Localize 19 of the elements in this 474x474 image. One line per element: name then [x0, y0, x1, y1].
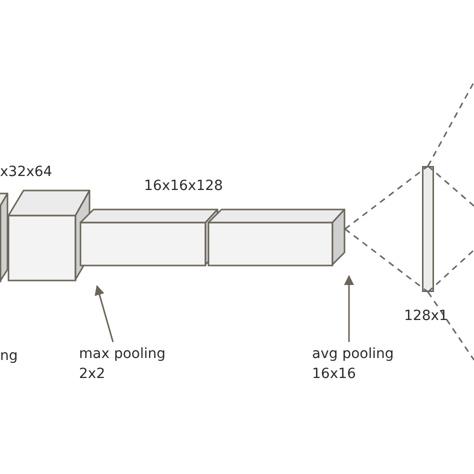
- annotation-text: ng: [0, 347, 18, 366]
- dashed-connector: [428, 165, 474, 207]
- dashed-connector: [344, 228, 428, 293]
- dashed-connector: [427, 292, 474, 360]
- annotation-text: max pooling 2x2: [79, 344, 189, 384]
- leader-arrow: [344, 275, 354, 342]
- feature-map-block: [8, 190, 90, 280]
- dashed-connector: [427, 82, 474, 166]
- feature-map-block: [80, 209, 218, 265]
- dimension-label: x32x64: [0, 163, 52, 182]
- dashed-connector: [344, 165, 428, 230]
- dashed-connector: [428, 249, 474, 293]
- feature-map-block: [208, 209, 345, 265]
- annotation-text: avg pooling 16x16: [312, 344, 422, 384]
- dimension-label: 128x1: [404, 307, 448, 326]
- vector-bar: [422, 166, 434, 292]
- dimension-label: 16x16x128: [144, 177, 223, 196]
- leader-arrow: [94, 285, 114, 342]
- feature-map-block: [0, 193, 8, 281]
